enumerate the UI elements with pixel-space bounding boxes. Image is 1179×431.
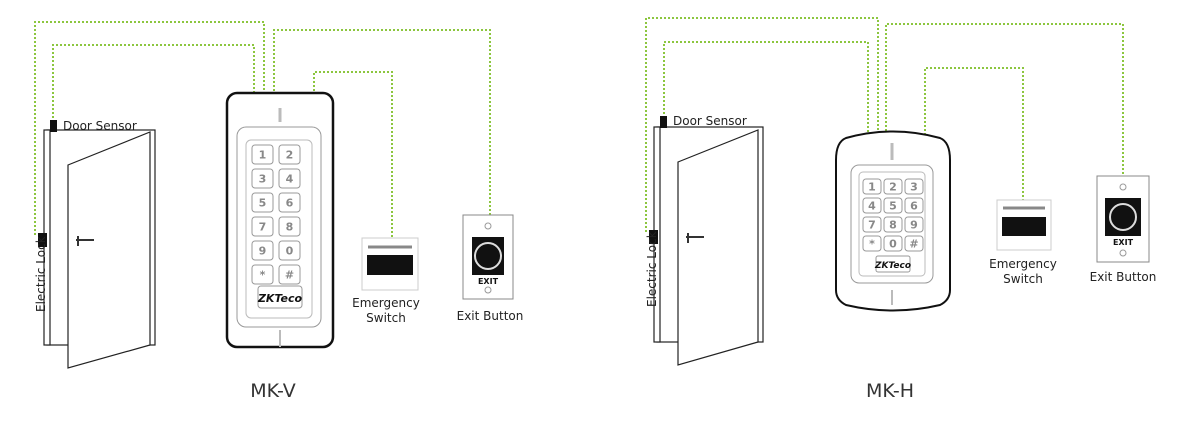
keypad-key-label: 1 [868,181,876,194]
keypad-key-label: 4 [868,200,876,213]
keypad-key [251,216,274,237]
keypad-key [278,168,301,189]
door-handle-icon [76,236,94,246]
keypad-key [862,235,882,252]
emergency-switch-label-line2: Switch [1003,272,1043,286]
wire-emergency-switch [313,71,393,238]
emergency-switch-label-line1: Emergency [989,257,1057,271]
keypad-key-label: 7 [259,221,267,234]
keypad-key [862,197,882,214]
exit-button-device: EXIT [462,214,514,300]
door [38,120,156,369]
keypad-key [278,144,301,165]
zkteco-logo: ZKTeco [257,292,303,305]
keypad-key-label: * [869,238,875,251]
emergency-switch-device [996,199,1052,251]
wire-door-sensor [663,41,869,135]
keypad-key [251,168,274,189]
keypad-key [278,264,301,285]
keypad-key-label: # [285,269,294,282]
mk-v-reader: 1 2 3 4 5 6 7 8 9 0 * # ZKTeco [225,91,335,349]
keypad-key [251,144,274,165]
keypad-key-label: 5 [259,197,267,210]
door-sensor-icon [660,116,667,128]
keypad-key [862,178,882,195]
emergency-switch-label-line1: Emergency [352,296,420,310]
wire-electric-lock [645,17,879,232]
keypad-key [883,178,903,195]
door [649,116,764,366]
keypad-key-label: 9 [259,245,267,258]
door-handle-icon [686,233,704,243]
exit-button-label: Exit Button [457,309,524,323]
door-sensor-label: Door Sensor [673,114,747,128]
zkteco-logo: ZKTeco [874,261,911,271]
keypad-key [251,264,274,285]
electric-lock-icon [649,230,658,244]
emergency-switch-label-line2: Switch [366,311,406,325]
keypad-key-label: 3 [259,173,267,186]
keypad-key [278,216,301,237]
electric-lock-label: Electric Lock [645,231,659,307]
exit-button-device: EXIT [1096,175,1150,263]
door-sensor-icon [50,120,57,132]
keypad-key [904,197,924,214]
keypad-key-label: 0 [286,245,294,258]
emergency-switch-device [361,237,419,291]
keypad-key-label: # [909,238,918,251]
keypad-key-label: 9 [910,219,918,232]
keypad-key-label: * [260,269,266,282]
keypad-key-label: 0 [889,238,897,251]
keypad-key-label: 5 [889,200,897,213]
keypad-key [278,240,301,261]
keypad-key-label: 6 [910,200,918,213]
wire-emergency-switch [924,67,1024,200]
exit-text: EXIT [478,277,499,286]
exit-button-label: Exit Button [1090,270,1157,284]
keypad-key [883,197,903,214]
keypad-key-label: 2 [889,181,897,194]
keypad-key [904,216,924,233]
keypad-key-label: 6 [286,197,294,210]
keypad-key-label: 4 [286,173,294,186]
keypad-key-label: 8 [889,219,897,232]
wire-exit-button [885,23,1124,176]
keypad-key [862,216,882,233]
keypad-key-label: 1 [259,149,267,162]
keypad-key [883,235,903,252]
keypad-key [883,216,903,233]
keypad-key-label: 2 [286,149,294,162]
exit-text: EXIT [1113,238,1134,247]
keypad-key-label: 3 [910,181,918,194]
electric-lock-label: Electric Lock [34,236,48,312]
keypad-key [251,192,274,213]
keypad-key [278,192,301,213]
keypad-key-label: 7 [868,219,876,232]
mk-v-diagram: Door Sensor Electric Lock 1 2 3 4 5 6 7 8 9 0 * # Z… [34,21,524,402]
keypad-key [904,235,924,252]
model-label-mk-v: MK-V [250,380,296,402]
door-sensor-label: Door Sensor [63,119,137,133]
keypad-key [904,178,924,195]
keypad-key [251,240,274,261]
keypad-key-label: 8 [286,221,294,234]
model-label-mk-h: MK-H [866,380,914,402]
wire-exit-button [273,29,491,215]
electric-lock-icon [38,233,47,247]
wire-door-sensor [52,44,255,122]
